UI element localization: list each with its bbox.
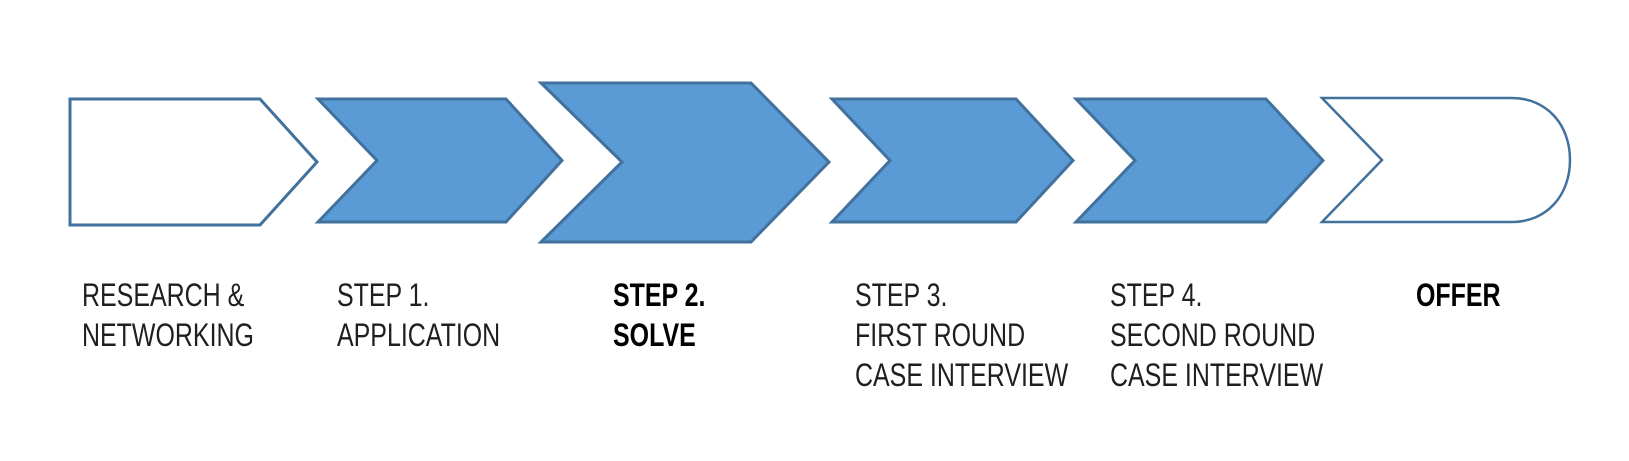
label-line: SOLVE [613, 317, 696, 353]
label-step1-application: STEP 1. APPLICATION [337, 275, 500, 355]
label-line: FIRST ROUND [855, 317, 1026, 353]
label-line: STEP 3. [855, 277, 948, 313]
label-line: CASE INTERVIEW [1110, 357, 1324, 393]
step3-first-round-chevron-shape [828, 97, 1076, 224]
label-research-networking: RESEARCH & NETWORKING [82, 275, 254, 355]
step1-application-chevron-shape [314, 97, 565, 224]
research-networking-pentagon-shape [68, 97, 320, 227]
label-line: SECOND ROUND [1110, 317, 1316, 353]
label-step3-first-round: STEP 3. FIRST ROUND CASE INTERVIEW [855, 275, 1068, 395]
label-line: OFFER [1416, 277, 1501, 313]
label-line: NETWORKING [82, 317, 254, 353]
step2-solve-large-chevron-shape [537, 81, 832, 244]
offer-rounded-arrow-shape [1319, 96, 1572, 224]
label-line: CASE INTERVIEW [855, 357, 1069, 393]
label-line: RESEARCH & [82, 277, 245, 313]
label-line: STEP 4. [1110, 277, 1203, 313]
step4-second-round-chevron-shape [1072, 97, 1326, 224]
label-offer: OFFER [1416, 275, 1501, 315]
label-line: STEP 1. [337, 277, 430, 313]
label-line: APPLICATION [337, 317, 501, 353]
label-step2-solve: STEP 2. SOLVE [613, 275, 705, 355]
label-line: STEP 2. [613, 277, 706, 313]
label-step4-second-round: STEP 4. SECOND ROUND CASE INTERVIEW [1110, 275, 1323, 395]
